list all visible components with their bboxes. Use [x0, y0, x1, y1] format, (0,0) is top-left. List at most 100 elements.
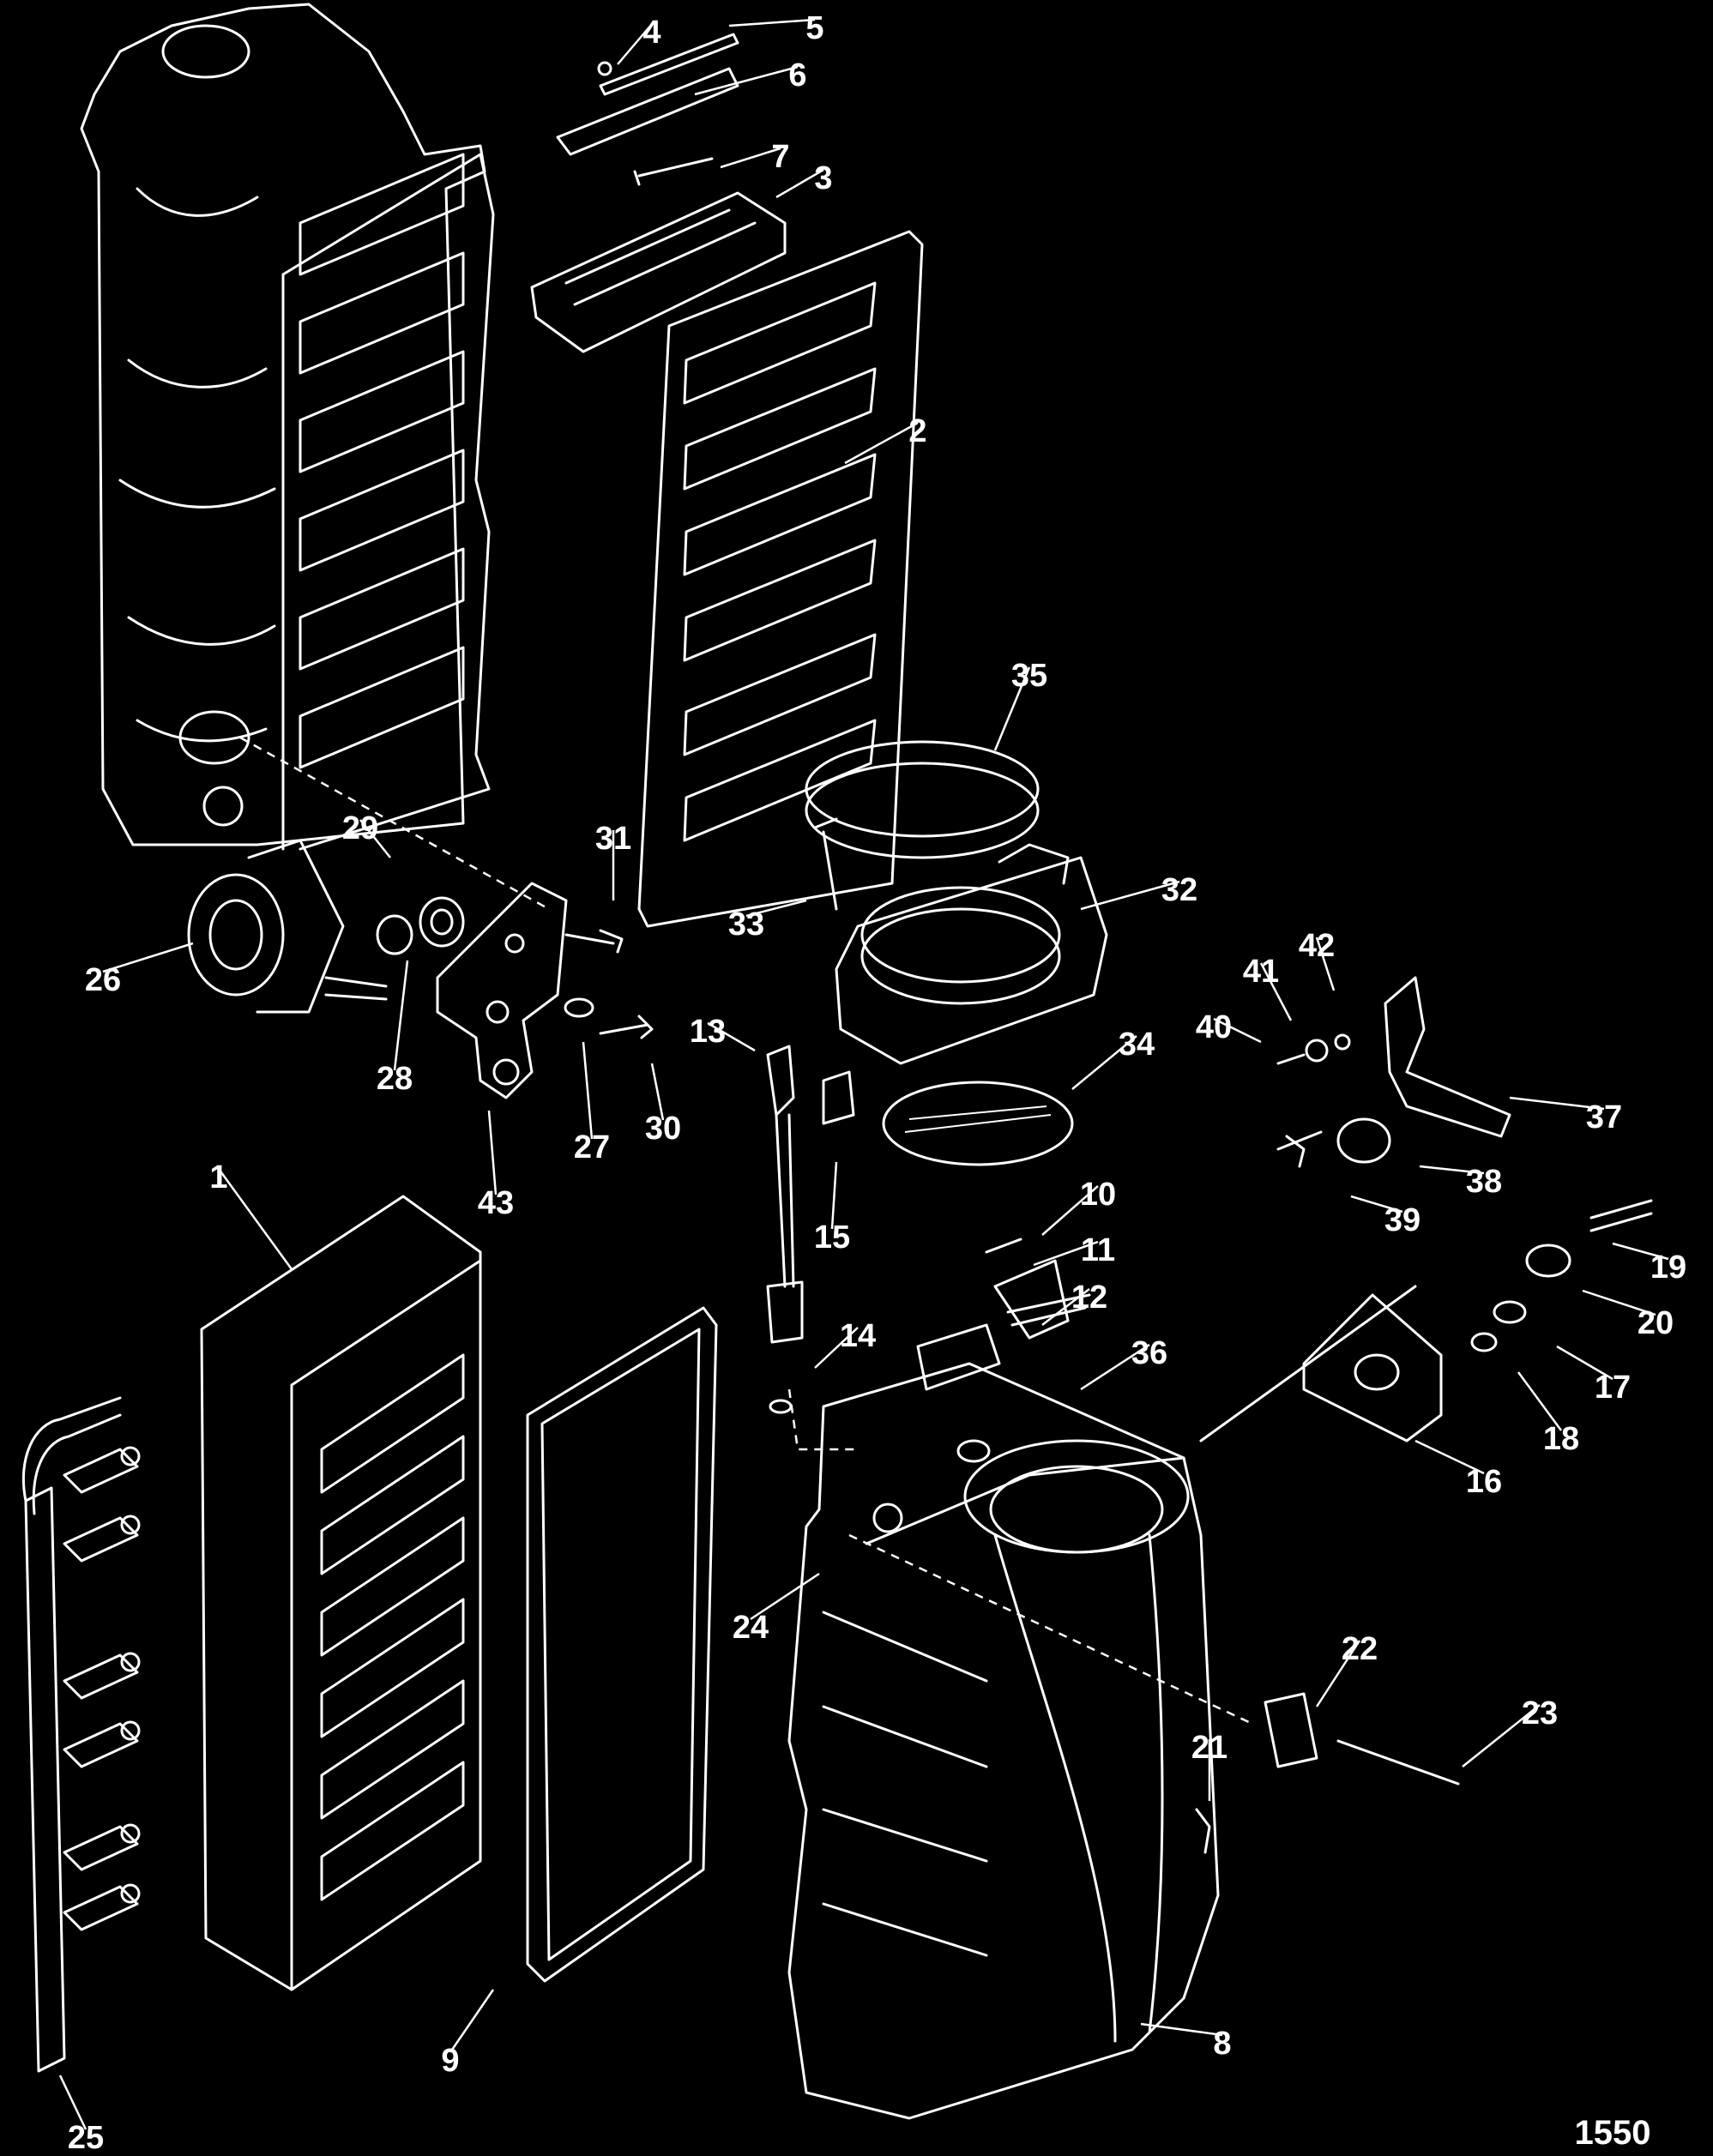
callout-19: 19 — [1650, 1250, 1686, 1286]
leader-line-3 — [775, 168, 824, 199]
callout-5: 5 — [805, 10, 823, 46]
leader-line-30 — [650, 1063, 665, 1121]
reed-block-assembly — [530, 33, 787, 353]
adapter-plate — [200, 1195, 482, 1991]
leader-line-37 — [1509, 1096, 1605, 1111]
leader-line-10 — [1041, 1185, 1099, 1236]
callout-16: 16 — [1466, 1464, 1502, 1500]
leader-line-40 — [1213, 1017, 1262, 1044]
leader-line-22 — [1315, 1640, 1361, 1707]
callout-20: 20 — [1638, 1305, 1674, 1341]
callout-29: 29 — [342, 810, 378, 846]
intake-plenum — [787, 1362, 1220, 2120]
crankcase-housing — [80, 3, 495, 851]
callout-26: 26 — [85, 962, 121, 998]
callout-3: 3 — [814, 160, 832, 196]
callout-15: 15 — [814, 1220, 850, 1256]
leader-line-26 — [102, 942, 194, 973]
leader-line-25 — [58, 2075, 87, 2130]
leader-lines — [58, 18, 1669, 2130]
callout-37: 37 — [1586, 1099, 1622, 1135]
leader-line-15 — [830, 1161, 838, 1230]
leader-line-8 — [1140, 2022, 1223, 2037]
leader-line-23 — [1462, 1704, 1541, 1768]
leader-line-12 — [1041, 1288, 1090, 1326]
leader-line-35 — [993, 666, 1031, 751]
callout-4: 4 — [642, 15, 660, 51]
callout-25: 25 — [68, 2120, 104, 2156]
leader-line-43 — [487, 1110, 498, 1195]
callout-9: 9 — [441, 2043, 459, 2079]
callout-21: 21 — [1191, 1730, 1227, 1766]
callout-42: 42 — [1299, 928, 1335, 964]
leader-line-2 — [844, 421, 919, 465]
leader-line-32 — [1080, 880, 1180, 911]
leader-line-29 — [359, 819, 391, 858]
leader-line-17 — [1556, 1345, 1613, 1381]
leader-line-18 — [1517, 1371, 1563, 1431]
throttle-linkage — [787, 976, 1653, 1854]
callout-36: 36 — [1131, 1335, 1167, 1371]
callout-2: 2 — [908, 413, 926, 449]
plenum-gasket — [526, 1306, 718, 1983]
callout-31: 31 — [595, 821, 631, 857]
leader-line-36 — [1080, 1343, 1150, 1391]
callout-14: 14 — [840, 1318, 876, 1354]
callout-23: 23 — [1522, 1695, 1558, 1731]
temperature-sensor — [766, 1045, 855, 1414]
callout-35: 35 — [1011, 658, 1047, 694]
leader-line-24 — [750, 1572, 820, 1621]
callout-43: 43 — [478, 1185, 514, 1221]
leader-line-42 — [1315, 936, 1336, 991]
throttle-body — [805, 740, 1108, 1166]
callout-12: 12 — [1071, 1280, 1107, 1316]
leader-line-5 — [728, 18, 816, 27]
leader-line-13 — [707, 1021, 756, 1052]
callout-30: 30 — [645, 1111, 681, 1147]
leader-line-11 — [1033, 1240, 1099, 1267]
callout-13: 13 — [690, 1014, 726, 1050]
callout-24: 24 — [733, 1610, 769, 1646]
callout-33: 33 — [728, 906, 764, 942]
leader-line-28 — [393, 960, 409, 1071]
callout-22: 22 — [1342, 1631, 1378, 1667]
figure-number: 1550 — [1575, 2114, 1651, 2152]
leader-line-27 — [582, 1041, 594, 1140]
leader-line-9 — [449, 1989, 495, 2053]
leader-line-39 — [1350, 1195, 1403, 1214]
reed-plate-gasket — [637, 230, 924, 928]
callout-39: 39 — [1384, 1202, 1420, 1238]
callout-17: 17 — [1595, 1370, 1631, 1406]
leader-line-4 — [617, 23, 653, 65]
leader-line-34 — [1071, 1035, 1137, 1090]
callout-18: 18 — [1543, 1421, 1579, 1457]
leader-line-7 — [720, 147, 781, 169]
leader-line-41 — [1259, 962, 1293, 1021]
leader-line-16 — [1414, 1439, 1485, 1475]
leader-line-38 — [1419, 1165, 1485, 1175]
fuel-rail — [21, 1396, 141, 2073]
callout-27: 27 — [574, 1129, 610, 1165]
callout-8: 8 — [1213, 2026, 1231, 2062]
callout-32: 32 — [1161, 872, 1197, 908]
leader-line-33 — [745, 899, 807, 918]
callout-34: 34 — [1119, 1027, 1155, 1063]
leader-line-1 — [217, 1168, 293, 1270]
callout-40: 40 — [1196, 1009, 1232, 1045]
leader-line-6 — [694, 65, 799, 96]
callout-7: 7 — [771, 139, 789, 175]
leader-line-20 — [1582, 1289, 1656, 1316]
callout-10: 10 — [1080, 1177, 1116, 1213]
leader-line-19 — [1612, 1242, 1669, 1261]
leader-line-14 — [814, 1327, 859, 1369]
fuel-pump-assembly — [187, 736, 654, 1099]
callout-6: 6 — [788, 57, 806, 93]
callout-28: 28 — [377, 1061, 413, 1097]
callout-41: 41 — [1243, 954, 1279, 990]
callout-11: 11 — [1081, 1232, 1115, 1268]
callout-1: 1 — [209, 1159, 227, 1195]
callout-38: 38 — [1466, 1164, 1502, 1200]
